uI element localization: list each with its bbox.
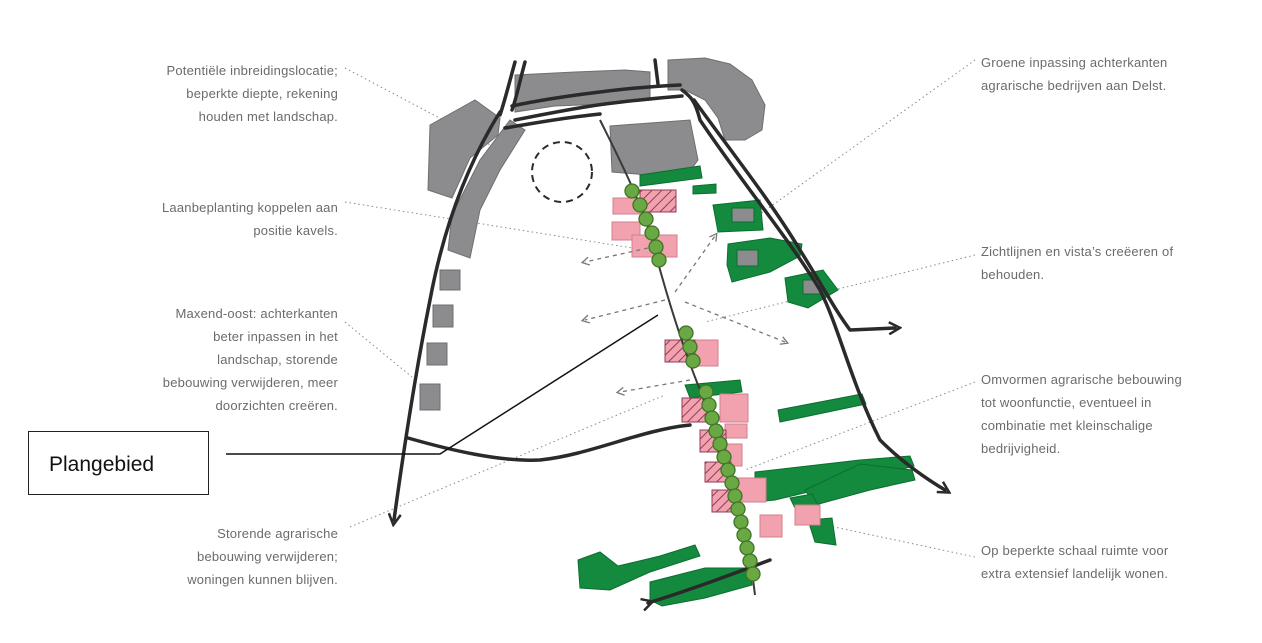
annotation-maxend: Maxend-oost: achterkanten beter inpassen… (162, 306, 338, 413)
roads (394, 58, 945, 603)
annotation-groene: Groene inpassing achterkanten agrarische… (981, 55, 1168, 93)
plangebied-box: Plangebied (28, 431, 209, 495)
tree-rows (624, 183, 761, 582)
annotation-laanbeplanting: Laanbeplanting koppelen aan positie kave… (162, 200, 338, 238)
sight-lines (580, 232, 790, 396)
plangebied-label: Plangebied (49, 453, 155, 476)
annotation-zichtlijnen: Zichtlijnen en vista’s creëeren of behou… (981, 244, 1174, 282)
annotation-inbreiding: Potentiële inbreidingslocatie; beperkte … (166, 63, 338, 124)
annotation-beperkte: Op beperkte schaal ruimte voor extra ext… (981, 543, 1169, 581)
annotation-omvormen: Omvormen agrarische bebouwing tot woonfu… (981, 372, 1182, 456)
infill-circle (531, 141, 593, 203)
plangebied-callout-line (226, 314, 659, 455)
existing-buildings (419, 57, 821, 411)
annotation-storende: Storende agrarische bebouwing verwijdere… (187, 526, 338, 587)
leader-lines (344, 59, 976, 558)
